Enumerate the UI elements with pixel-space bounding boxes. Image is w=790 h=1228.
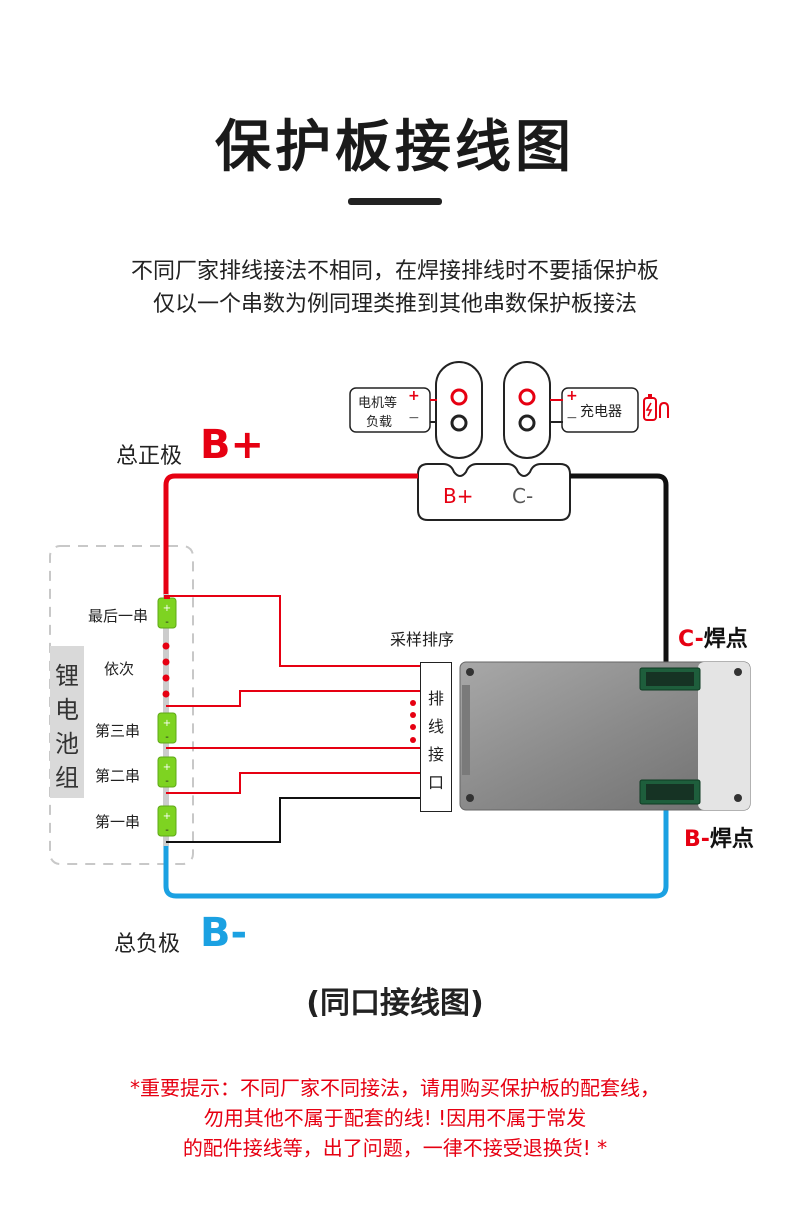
balance-wire-second: [166, 772, 420, 794]
b-solder-code: B-: [684, 827, 710, 852]
cell-label-last: 最后一串: [88, 607, 149, 625]
charger-port-negative-icon: [518, 414, 536, 432]
cell-first: + -: [157, 805, 177, 837]
svg-text:-: -: [165, 776, 169, 787]
load-port-negative-icon: [450, 414, 468, 432]
warning-line-2: 勿用其他不属于配套的线! !因用不属于常发: [203, 1106, 587, 1130]
c-solder-label: C-焊点: [678, 621, 748, 653]
c-solder-text: 焊点: [703, 627, 748, 652]
warning-line-1: *重要提示：不同厂家不同接法，请用购买保护板的配套线，: [130, 1076, 660, 1100]
load-port-positive-icon: [450, 388, 468, 406]
charger-label: 充电器: [580, 404, 622, 420]
page-title: 保护板接线图: [215, 115, 575, 180]
battery-group-char-1: 锂: [55, 662, 79, 690]
connector-char-4: 口: [427, 773, 444, 792]
svg-text:+: +: [163, 718, 171, 729]
cell-label-third: 第三串: [95, 722, 141, 740]
cell-last: + -: [157, 595, 177, 629]
load-port-plug: [435, 361, 483, 459]
total-negative-code: B-: [200, 910, 248, 956]
cell-third: + -: [157, 712, 177, 744]
total-positive-label: 总正极: [116, 444, 183, 469]
svg-text:+: +: [163, 603, 171, 614]
intro-line-2: 仅以一个串数为例同理类推到其他串数保护板接法: [152, 292, 637, 317]
intro-line-1: 不同厂家排线接法不相同，在焊接排线时不要插保护板: [130, 259, 659, 284]
svg-text:-: -: [165, 617, 169, 628]
charger-minus-sign: −: [566, 410, 578, 426]
svg-text:+: +: [163, 811, 171, 822]
svg-text:+: +: [163, 762, 171, 773]
charger-icon: [643, 394, 669, 421]
port-c-minus-label: C-: [512, 484, 534, 508]
balance-wire-last: [166, 595, 420, 667]
connector-char-1: 排: [427, 689, 444, 708]
load-plus-sign: +: [408, 388, 420, 404]
connector-port: 排 线 接 口: [420, 662, 452, 812]
cell-second: + -: [157, 756, 177, 788]
svg-text:-: -: [165, 732, 169, 743]
title-underline: [348, 198, 442, 205]
balance-wire-upper: [166, 690, 420, 707]
total-positive-code: B+: [200, 422, 265, 468]
cell-label-second: 第二串: [95, 767, 141, 785]
battery-group-char-4: 组: [55, 764, 79, 792]
charger-port-positive-icon: [518, 388, 536, 406]
load-box: [349, 387, 431, 433]
battery-group-label: 锂 电 池 组: [50, 646, 84, 798]
load-label-line-2: 负载: [366, 415, 393, 430]
charger-port-plug: [503, 361, 551, 459]
protection-board: [459, 661, 751, 811]
c-solder-code: C-: [678, 627, 704, 652]
battery-group-char-3: 池: [55, 730, 79, 758]
c-minus-wire: [570, 473, 669, 670]
b-plus-main-wire: [163, 473, 418, 594]
warning-line-3: 的配件接线等，出了问题，一律不接受退换货! *: [182, 1136, 608, 1160]
output-port-socket: [417, 463, 571, 521]
charger-box: [561, 387, 639, 433]
connector-char-3: 接: [427, 745, 444, 764]
port-b-plus-label: B+: [443, 484, 474, 508]
battery-group-char-2: 电: [55, 696, 79, 724]
b-solder-label: B-焊点: [684, 821, 754, 853]
connector-char-2: 线: [427, 717, 444, 736]
cell-label-sequence: 依次: [104, 660, 135, 678]
load-minus-sign: −: [408, 410, 420, 426]
total-negative-label: 总负极: [114, 932, 181, 957]
svg-text:-: -: [165, 825, 169, 836]
load-label-line-1: 电机等: [358, 396, 398, 411]
b-solder-text: 焊点: [709, 827, 754, 852]
balance-wire-first: [166, 797, 420, 843]
b-minus-main-wire: [163, 806, 669, 899]
cell-label-first: 第一串: [95, 813, 141, 831]
charger-plus-sign: +: [566, 388, 578, 404]
diagram-subtitle: (同口接线图): [306, 986, 484, 1021]
sampling-label: 采样排序: [390, 630, 455, 649]
